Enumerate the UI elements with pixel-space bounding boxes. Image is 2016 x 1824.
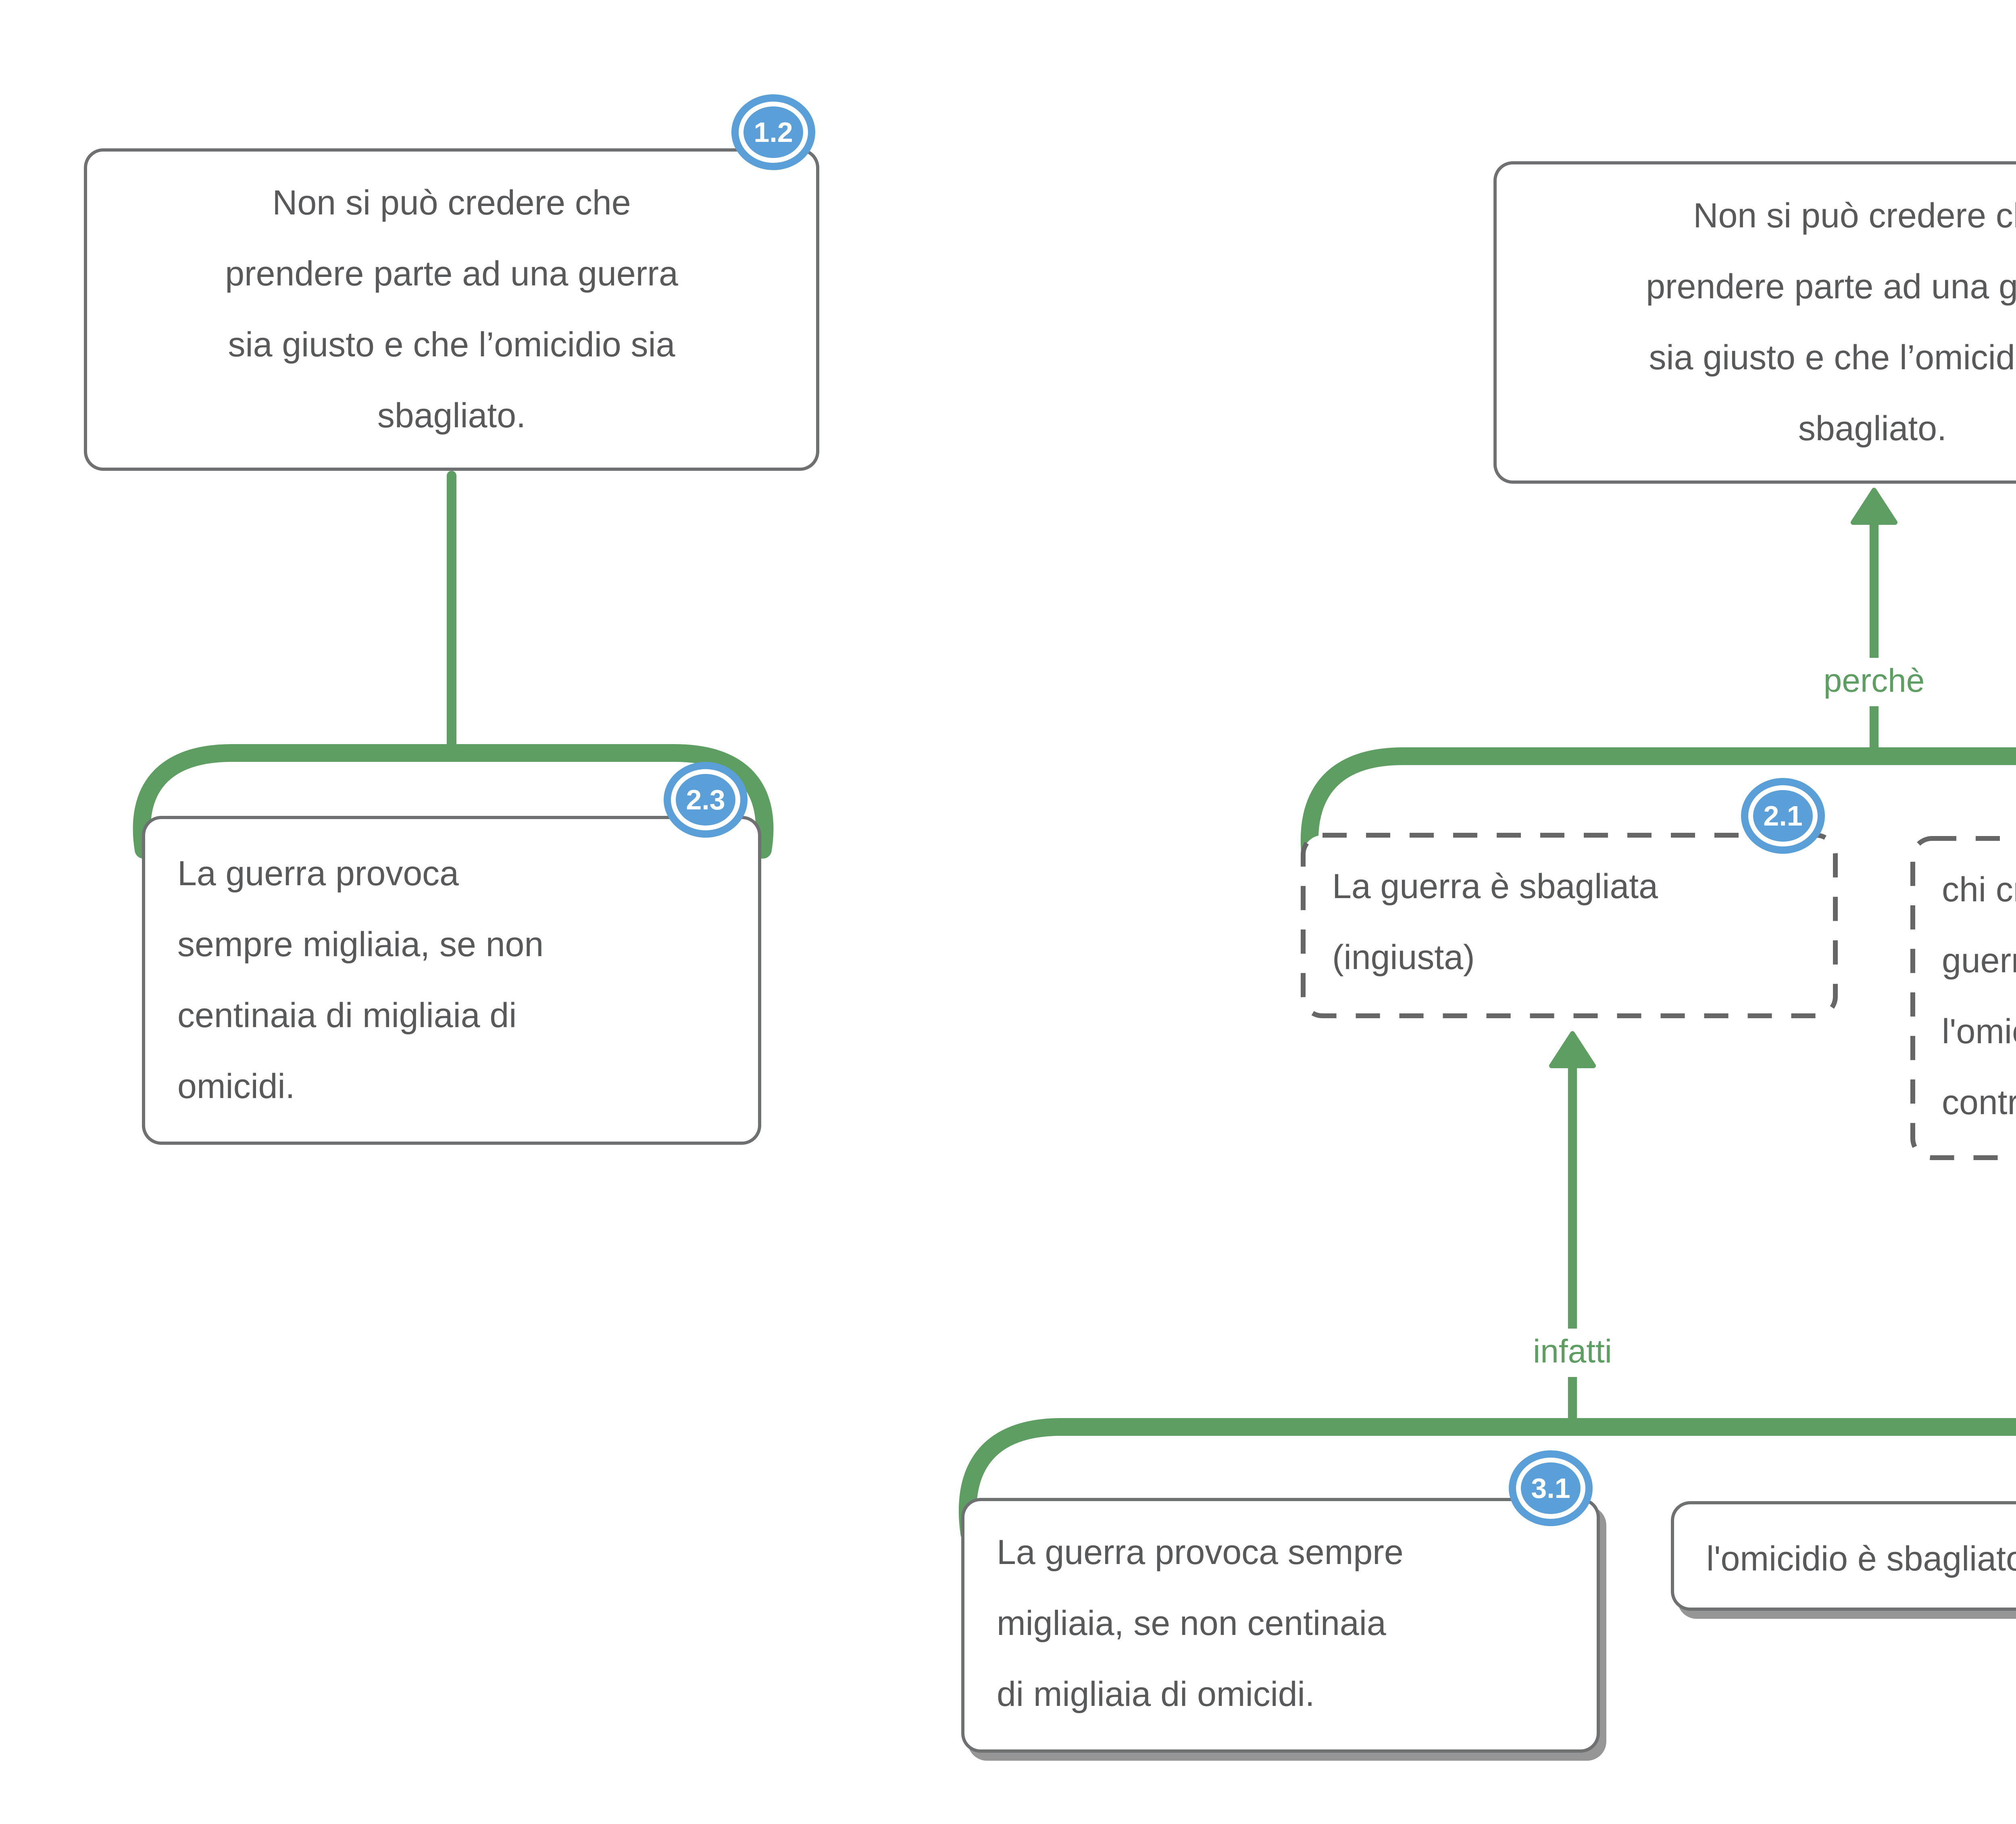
node-3-2[interactable]: l'omicidio è sbagliato bbox=[1671, 1501, 2016, 1611]
node-1-1[interactable]: Non si può credere che prendere parte ad… bbox=[1493, 161, 2016, 484]
node-3-1[interactable]: La guerra provoca sempre migliaia, se no… bbox=[961, 1498, 1600, 1753]
node-1-1-text: Non si può credere che prendere parte ad… bbox=[1646, 197, 2016, 448]
edge-label-perche: perchè bbox=[1807, 658, 1941, 706]
node-3-1-text: La guerra provoca sempre migliaia, se no… bbox=[997, 1533, 1404, 1714]
node-2-1-badge: 2.1 bbox=[1748, 785, 1818, 846]
curly-bracket-connector-right-top bbox=[1300, 747, 2016, 871]
arrow-up-connector-perche bbox=[1851, 488, 1897, 761]
node-1-2[interactable]: Non si può credere che prendere parte ad… bbox=[84, 148, 819, 471]
dashed-frame bbox=[1910, 836, 2016, 1160]
node-2-3[interactable]: La guerra provoca sempre migliaia, se no… bbox=[142, 816, 761, 1145]
node-3-2-text: l'omicidio è sbagliato bbox=[1706, 1540, 2016, 1579]
curly-bracket-connector-bottom bbox=[958, 1418, 2016, 1542]
node-1-2-text: Non si può credere che prendere parte ad… bbox=[225, 184, 678, 435]
node-2-2-text: chi crede che la guerra è giusta e l'omi… bbox=[1942, 871, 2016, 1122]
dashed-frame bbox=[1301, 833, 1838, 1018]
edge-label-infatti: infatti bbox=[1517, 1329, 1628, 1377]
node-2-3-badge: 2.3 bbox=[671, 769, 740, 830]
node-1-2-badge: 1.2 bbox=[739, 102, 808, 163]
node-2-3-text: La guerra provoca sempre migliaia, se no… bbox=[177, 855, 544, 1106]
node-3-1-badge: 3.1 bbox=[1516, 1458, 1585, 1519]
node-2-2[interactable]: chi crede che la guerra è giusta e l'omi… bbox=[1910, 835, 2016, 1161]
node-2-1[interactable]: La guerra è sbagliata (ingiusta) bbox=[1300, 832, 1839, 1019]
curly-bracket-connector-left bbox=[133, 744, 774, 859]
edge-line-1-2 bbox=[447, 471, 456, 761]
node-2-1-text: La guerra è sbagliata (ingiusta) bbox=[1332, 867, 1658, 977]
